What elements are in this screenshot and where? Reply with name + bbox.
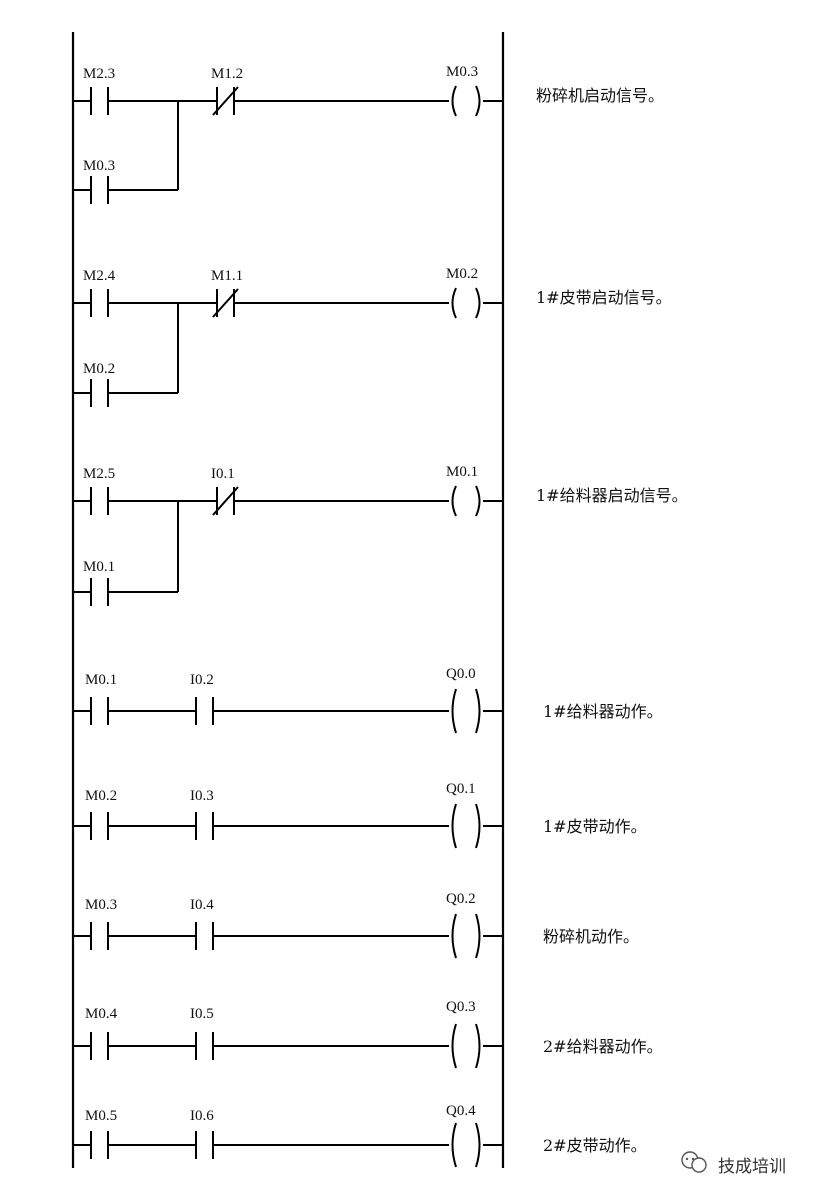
rung: M0.3 I0.4 Q0.2 粉碎机动作。 (73, 891, 639, 959)
branch-label: M0.2 (83, 361, 115, 377)
interlock-contact (195, 1131, 214, 1159)
rung: M0.4 I0.5 Q0.3 2#给料器动作。 (73, 999, 663, 1069)
coil-arc-right (475, 287, 481, 319)
interlock-label: I0.5 (190, 1006, 214, 1022)
coil-arc-left (451, 287, 457, 319)
rung-comment: 粉碎机动作。 (543, 927, 639, 946)
main-contact (90, 1131, 109, 1159)
interlock-label: I0.4 (190, 897, 214, 913)
contact-label: M2.4 (83, 268, 116, 284)
coil-label: M0.2 (446, 266, 478, 282)
main-contact (90, 1032, 109, 1060)
branch-label: M0.1 (83, 559, 115, 575)
branch-label: M0.3 (83, 158, 115, 174)
branch-contact (90, 379, 109, 407)
coil-arc-left (451, 1122, 457, 1168)
coil-label: Q0.2 (446, 891, 476, 907)
main-contact (90, 487, 109, 515)
interlock-label: I0.6 (190, 1108, 214, 1124)
coil-arc-left (451, 85, 457, 117)
coil-arc-right (475, 913, 481, 959)
main-contact (90, 289, 109, 317)
contact-slash (212, 288, 239, 318)
main-contact (90, 87, 109, 115)
rung-comment: 2#给料器动作。 (543, 1037, 663, 1056)
main-contact (90, 922, 109, 950)
watermark-text: 技成培训 (718, 1157, 786, 1177)
interlock-label: I0.1 (211, 466, 235, 482)
interlock-label: I0.3 (190, 788, 214, 804)
contact-slash (212, 86, 239, 116)
interlock-label: I0.2 (190, 672, 214, 688)
coil-arc-right (475, 1023, 481, 1069)
interlock-contact (195, 922, 214, 950)
output-coil (451, 913, 481, 959)
coil-label: M0.1 (446, 464, 478, 480)
contact-label: M2.3 (83, 66, 115, 82)
rung-comment: 1#皮带动作。 (543, 817, 647, 836)
coil-arc-right (475, 85, 481, 117)
coil-arc-left (451, 688, 457, 734)
contact-label: M0.2 (85, 788, 117, 804)
contact-label: M0.3 (85, 897, 117, 913)
output-coil (451, 485, 481, 517)
branch-contact (90, 176, 109, 204)
coil-label: Q0.4 (446, 1103, 476, 1119)
output-coil (451, 287, 481, 319)
coil-label: Q0.0 (446, 666, 476, 682)
interlock-contact (195, 812, 214, 840)
output-coil (451, 803, 481, 849)
interlock-contact (195, 1032, 214, 1060)
coil-label: Q0.1 (446, 781, 476, 797)
coil-arc-left (451, 803, 457, 849)
rung-comment: 1#皮带启动信号。 (536, 288, 672, 307)
coil-arc-left (451, 913, 457, 959)
rung: M0.5 I0.6 Q0.4 2#皮带动作。 (73, 1103, 647, 1168)
coil-arc-left (451, 1023, 457, 1069)
rung: M0.2 I0.3 Q0.1 1#皮带动作。 (73, 781, 647, 849)
coil-arc-right (475, 485, 481, 517)
rung-comment: 1#给料器启动信号。 (536, 486, 688, 505)
wechat-icon (681, 1151, 707, 1173)
interlock-label: M1.2 (211, 66, 243, 82)
rung-comment: 1#给料器动作。 (543, 702, 663, 721)
contact-label: M2.5 (83, 466, 115, 482)
output-coil (451, 688, 481, 734)
contact-label: M0.5 (85, 1108, 117, 1124)
rung-comment: 2#皮带动作。 (543, 1136, 647, 1155)
coil-arc-right (475, 1122, 481, 1168)
rung: M0.1 I0.2 Q0.0 1#给料器动作。 (73, 666, 663, 734)
main-contact (90, 697, 109, 725)
coil-arc-right (475, 803, 481, 849)
branch-contact (90, 578, 109, 606)
main-contact (90, 812, 109, 840)
coil-arc-left (451, 485, 457, 517)
coil-arc-right (475, 688, 481, 734)
output-coil (451, 1122, 481, 1168)
contact-slash (212, 486, 239, 516)
contact-label: M0.4 (85, 1006, 118, 1022)
interlock-contact (195, 697, 214, 725)
output-coil (451, 85, 481, 117)
output-coil (451, 1023, 481, 1069)
rung-comment: 粉碎机启动信号。 (536, 86, 664, 105)
watermark: 技成培训 (681, 1151, 786, 1177)
coil-label: Q0.3 (446, 999, 476, 1015)
coil-label: M0.3 (446, 64, 478, 80)
contact-label: M0.1 (85, 672, 117, 688)
interlock-label: M1.1 (211, 268, 243, 284)
